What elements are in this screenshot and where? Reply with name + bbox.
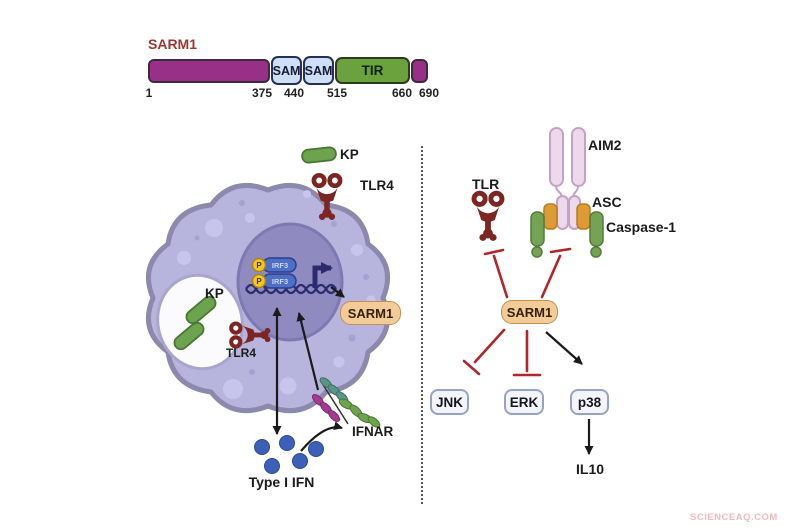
jnk-node: JNK	[430, 389, 469, 415]
tick-375: 375	[251, 86, 273, 100]
caspase1-label: Caspase-1	[606, 219, 677, 235]
p38-node: p38	[570, 389, 609, 415]
irf3-label-2: IRF3	[272, 277, 288, 286]
ifnar-receptor-icon	[311, 377, 381, 428]
tick-660: 660	[391, 86, 413, 100]
tick-515: 515	[326, 86, 348, 100]
aim2-label: AIM2	[588, 137, 622, 153]
asc-subunit	[576, 203, 591, 230]
sarm1-activates-p38	[545, 331, 583, 365]
cell-arrows	[272, 286, 345, 452]
tlr4-top-label: TLR4	[360, 178, 394, 193]
irf3-label-1: IRF3	[272, 261, 288, 270]
phosphate-icon	[251, 257, 267, 273]
tick-1: 1	[145, 86, 153, 100]
domain-segment-nterm	[148, 59, 270, 83]
tick-440: 440	[283, 86, 305, 100]
ifn-to-ifnar-arrow	[300, 421, 343, 452]
watermark: SCIENCEAQ.COM	[690, 512, 778, 523]
caspase1-subunit	[589, 211, 604, 247]
type-i-ifn-label: Type I IFN	[248, 474, 315, 490]
il10-label: IL10	[576, 461, 605, 477]
sarm1-inhibits-inflammasome	[540, 254, 562, 299]
phosphate-icon	[251, 273, 267, 289]
asc-label: ASC	[592, 194, 622, 210]
transcription-arrow	[312, 262, 333, 288]
inhibition-lines	[462, 247, 572, 377]
tick-690: 690	[418, 86, 440, 100]
kp-top-label: KP	[340, 147, 359, 162]
tlr-label: TLR	[472, 176, 500, 192]
irf3-complex: IRF3 IRF3 P P	[251, 257, 297, 289]
sarm1-inhibits-tlr	[492, 254, 509, 299]
aim2-subunit	[549, 127, 564, 187]
caspase1-subunit	[530, 211, 545, 247]
domain-segment-sam1: SAM	[271, 56, 302, 85]
type-i-ifn-dots	[254, 435, 324, 474]
ifnar-label: IFNAR	[352, 424, 394, 439]
domain-segment-sam2: SAM	[303, 56, 334, 85]
kp-bacterium-icon	[300, 145, 338, 165]
phosphate-label-1: P	[256, 261, 262, 270]
ifnar-to-nucleus-arrow	[296, 312, 320, 391]
tlr4-vesicle-label: TLR4	[226, 346, 256, 360]
sarm1-induction-arrow	[330, 286, 345, 298]
domain-segment-tir: TIR	[335, 57, 410, 84]
domain-title: SARM1	[148, 36, 198, 52]
activation-arrows	[545, 331, 594, 455]
erk-node: ERK	[504, 389, 544, 415]
aim2-subunit	[571, 127, 586, 187]
panel-divider	[421, 146, 423, 504]
kp-vesicle-label: KP	[205, 286, 224, 301]
aim2-inflammasome	[530, 127, 604, 258]
sarm1-inhibits-jnk	[473, 328, 506, 364]
tlr-receptor-icon	[474, 193, 502, 241]
asc-subunit	[543, 203, 558, 230]
domain-segment-cterm	[411, 59, 428, 83]
sarm1-hub-box: SARM1	[501, 300, 558, 324]
sarm1-induced-box: SARM1	[340, 301, 401, 325]
cytoplasm-dots	[194, 200, 369, 375]
phosphate-label-2: P	[256, 277, 262, 286]
